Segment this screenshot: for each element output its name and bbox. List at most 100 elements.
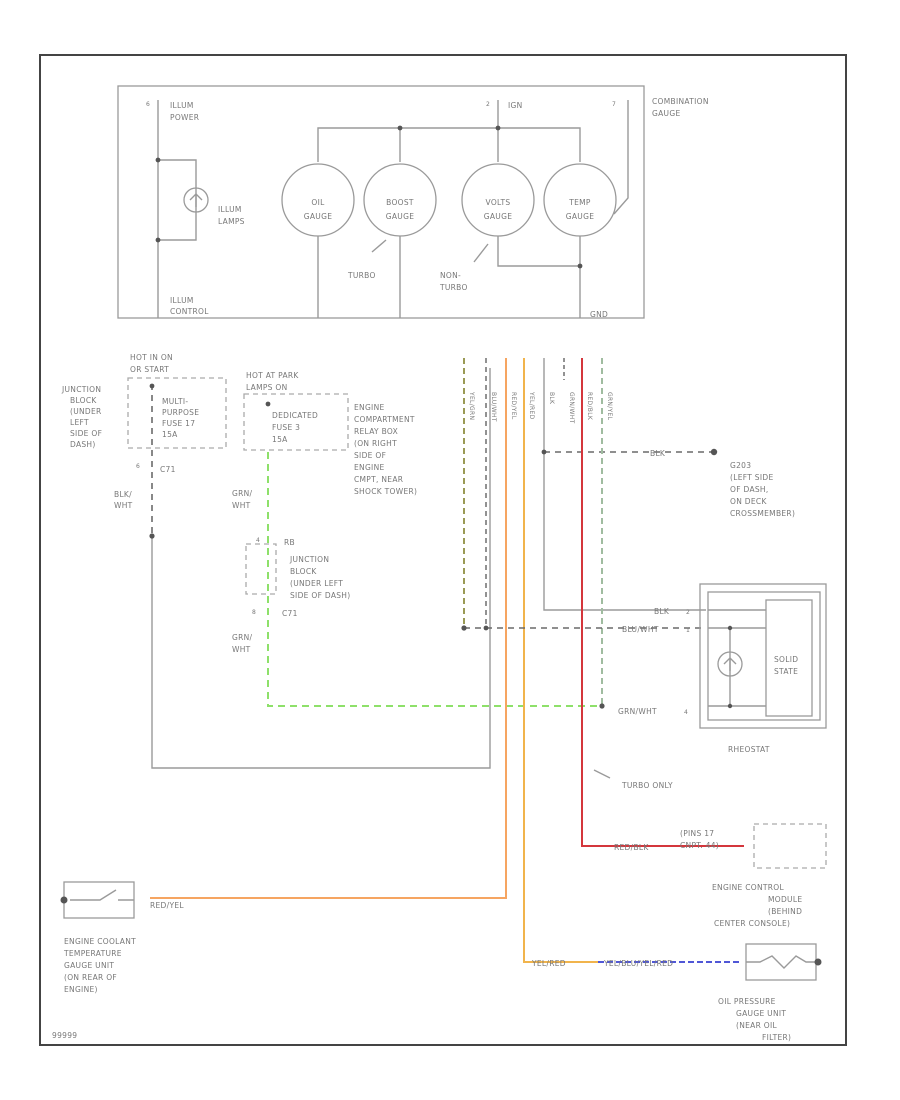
ecm-pin-1: (PINS 17 bbox=[680, 829, 714, 838]
rb-fuse-1: DEDICATED bbox=[272, 411, 318, 420]
jb1-loc-5: SIDE OF bbox=[70, 429, 102, 438]
temp-gauge-label-2: GAUGE bbox=[566, 212, 594, 221]
rb-loc-6: ENGINE bbox=[354, 463, 385, 472]
rheostat-outer bbox=[699, 583, 827, 729]
rheostat-wire2: BLU/WHT bbox=[622, 625, 659, 634]
rb-loc-4: (ON RIGHT bbox=[354, 439, 397, 448]
outer-frame bbox=[39, 54, 847, 1046]
ground-wire-label: BLK bbox=[650, 449, 666, 458]
illum-lamps-label-1: ILLUM bbox=[218, 205, 242, 214]
wire-label-7: RED/BLK bbox=[586, 392, 593, 421]
ecm-pin-2: CNPT. 44) bbox=[680, 841, 719, 850]
rheostat: SOLID STATE BLK 2 BLU/WHT 1 GRN/WHT 4 RH… bbox=[618, 583, 827, 754]
rb-wire-1: GRN/ bbox=[232, 489, 253, 498]
jb2-pin-bottom: 8 bbox=[252, 609, 256, 616]
rheostat-inner bbox=[707, 591, 821, 721]
blk-wht-wire bbox=[151, 368, 491, 769]
jb1-hot-1: HOT IN ON bbox=[130, 353, 173, 362]
ground-point bbox=[710, 448, 718, 456]
illum-control-label-1: ILLUM bbox=[170, 296, 194, 305]
coolant-label-2: TEMPERATURE bbox=[63, 949, 122, 958]
pin-ign: 2 bbox=[486, 101, 490, 108]
jb2-box bbox=[245, 543, 277, 595]
volts-note-1: NON- bbox=[440, 271, 461, 280]
jb2-loc-4: SIDE OF DASH) bbox=[290, 591, 350, 600]
oil-wire2-label: YEL/BLU/YEL/RED bbox=[603, 959, 673, 968]
rb-hot-2: LAMPS ON bbox=[246, 383, 288, 392]
jb1-connector: C71 bbox=[160, 465, 176, 474]
turbo-only-label: TURBO ONLY bbox=[621, 781, 673, 790]
solid-state-1: SOLID bbox=[774, 655, 798, 664]
rheostat-lamp-icon bbox=[717, 651, 743, 677]
coolant-temp-gauge-unit: RED/YEL ENGINE COOLANT TEMPERATURE GAUGE… bbox=[60, 881, 184, 994]
jb2-loc-2: BLOCK bbox=[290, 567, 317, 576]
rb-loc-8: SHOCK TOWER) bbox=[354, 487, 417, 496]
coolant-switch-symbol bbox=[70, 889, 134, 901]
ground-loc-2: OF DASH, bbox=[730, 485, 769, 494]
wire-label-3: RED/YEL bbox=[510, 392, 517, 420]
illum-lamps-label-2: LAMPS bbox=[218, 217, 245, 226]
oil-label-4: FILTER) bbox=[762, 1033, 791, 1042]
junction-block-1: HOT IN ON OR START MULTI- PURPOSE FUSE 1… bbox=[61, 353, 491, 769]
coolant-label-1: ENGINE COOLANT bbox=[64, 937, 136, 946]
jb1-pin: 6 bbox=[136, 463, 140, 470]
ecm-box bbox=[753, 823, 827, 869]
ground-id: G203 bbox=[730, 461, 751, 470]
ground-loc-4: CROSSMEMBER) bbox=[730, 509, 795, 518]
jb2-rb: RB bbox=[284, 538, 295, 547]
jb2-wire-2: WHT bbox=[232, 645, 251, 654]
ecm-label-4: CENTER CONSOLE) bbox=[714, 919, 790, 928]
jb2-loc-1: JUNCTION bbox=[289, 555, 329, 564]
junction-block-2: 4 RB JUNCTION BLOCK (UNDER LEFT SIDE OF … bbox=[232, 537, 350, 654]
grn-wht-wire bbox=[267, 452, 602, 707]
coolant-label-5: ENGINE) bbox=[64, 985, 98, 994]
diagram-id: 99999 bbox=[52, 1031, 77, 1040]
illum-power-label-1: ILLUM bbox=[170, 101, 194, 110]
ecm-wire-label: RED/BLK bbox=[614, 843, 649, 852]
wire-label-2: BLU/WHT bbox=[490, 392, 497, 422]
jb1-wire-2: WHT bbox=[114, 501, 133, 510]
illum-lamp-symbol bbox=[189, 193, 203, 207]
turbo-only-leader bbox=[593, 769, 611, 779]
oil-gauge-label-2: GAUGE bbox=[304, 212, 332, 221]
jb1-loc-1: JUNCTION bbox=[61, 385, 101, 394]
gnd-label: GND bbox=[590, 310, 608, 319]
ign-label: IGN bbox=[508, 101, 523, 110]
combination-gauge: COMBINATION GAUGE 6 ILLUM POWER 2 IGN 7 … bbox=[117, 85, 708, 319]
jb1-fuse-2: PURPOSE bbox=[162, 408, 199, 417]
oil-pressure-gauge-unit: YEL/RED YEL/BLU/YEL/RED OIL PRESSURE GAU… bbox=[531, 943, 822, 1042]
jb1-fuse-4: 15A bbox=[162, 430, 178, 439]
rb-loc-1: ENGINE bbox=[354, 403, 385, 412]
pin-illum-power: 6 bbox=[146, 101, 150, 108]
volts-note-2: TURBO bbox=[439, 283, 468, 292]
rb-wire-2: WHT bbox=[232, 501, 251, 510]
pin-7: 7 bbox=[612, 101, 616, 108]
non-turbo-leader bbox=[473, 243, 489, 263]
rb-hot-1: HOT AT PARK bbox=[246, 371, 299, 380]
jb1-wire-1: BLK/ bbox=[114, 490, 132, 499]
boost-gauge-label-2: GAUGE bbox=[386, 212, 414, 221]
ign-bus bbox=[317, 127, 581, 162]
oil-wire1-label: YEL/RED bbox=[531, 959, 566, 968]
jb2-loc-3: (UNDER LEFT bbox=[290, 579, 343, 588]
jb1-fuse-3: FUSE 17 bbox=[162, 419, 195, 428]
volts-gauge-label-2: GAUGE bbox=[484, 212, 512, 221]
rb-loc-3: RELAY BOX bbox=[354, 427, 398, 436]
rb-loc-2: COMPARTMENT bbox=[354, 415, 415, 424]
wire-yel-red bbox=[523, 358, 598, 963]
ecm-label-1: ENGINE CONTROL bbox=[712, 883, 784, 892]
illum-power-label-2: POWER bbox=[170, 113, 199, 122]
oil-gauge-label-1: OIL bbox=[311, 198, 325, 207]
rb-fuse-2: FUSE 3 bbox=[272, 423, 300, 432]
wire-red-yel bbox=[150, 358, 507, 899]
jb1-loc-4: LEFT bbox=[70, 418, 89, 427]
combination-gauge-box bbox=[117, 85, 645, 319]
rheostat-pin2: 1 bbox=[686, 627, 690, 634]
illum-lamp-icon bbox=[183, 187, 209, 213]
rheostat-wire1: BLK bbox=[654, 607, 670, 616]
jb2-wire-1: GRN/ bbox=[232, 633, 253, 642]
rheostat-wire3: GRN/WHT bbox=[618, 707, 657, 716]
oil-label-2: GAUGE UNIT bbox=[736, 1009, 786, 1018]
wire-label-5: BLK bbox=[548, 392, 555, 405]
